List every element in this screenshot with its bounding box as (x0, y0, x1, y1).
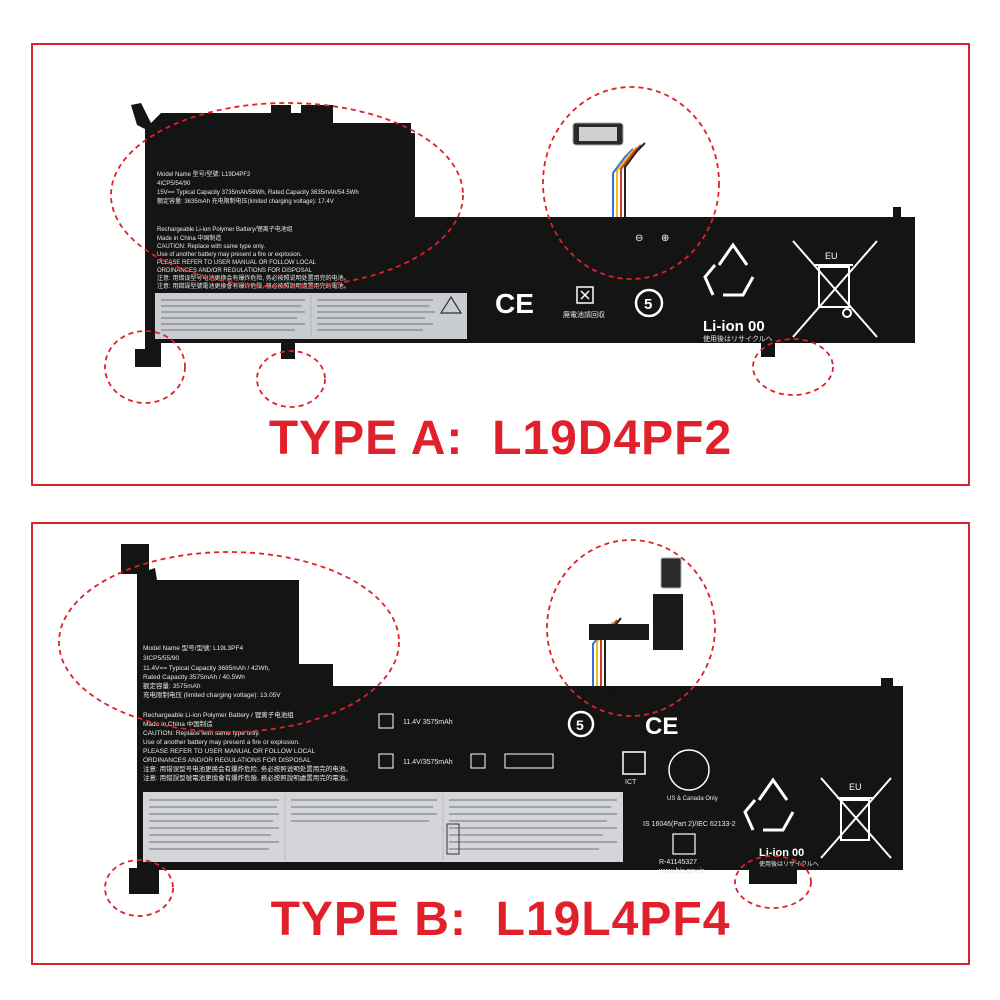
plus-terminal-b: ⊕ (611, 688, 619, 699)
type-a-prefix: TYPE A: (268, 412, 464, 465)
eu-label-a: EU (825, 251, 838, 261)
cert-block-b (378, 713, 554, 769)
callout-foot-left-a (104, 330, 186, 404)
limit-line-b: 充电限制电压 (limited charging voltage): 13.05… (143, 690, 281, 699)
eu-label-b: EU (849, 782, 862, 792)
battery-illustration-b: Model Name 型号/型號: L19L3PF4 3ICP5/55/90 1… (58, 539, 903, 917)
plus-terminal-a: ⊕ (661, 233, 669, 244)
ce-mark-b: CE (645, 713, 678, 740)
cn-line2-a: 注意: 用錯誤型號電池更換會有爆炸危險, 務必按照說明處置用完的電池。 (157, 282, 350, 290)
epup-5-icon-a: 5 (634, 288, 664, 318)
chem-line-a: Rechargeable Li-ion Polymer Battery/锂离子电… (157, 225, 293, 233)
cn-line2-b: 注意: 用錯誤型號電池更換會有爆炸危險, 務必按照說明處置用完的電池。 (143, 773, 352, 782)
weee-bin-icon-b (820, 777, 892, 859)
ce-mark-a: CE (495, 288, 534, 319)
cell-line-a: 4ICP5/54/90 (157, 181, 191, 187)
caution-line-b: CAUTION: Replace with same type only. (143, 730, 260, 737)
epup-5-icon-b: 5 (567, 710, 595, 738)
rbrc-seal-icon-b (668, 749, 710, 791)
warning-sticker-b (143, 792, 623, 862)
battery-illustration-a: Model Name 型号/型號: L19D4PF2 4ICP5/54/90 1… (104, 86, 915, 408)
callout-foot-left-b (104, 859, 174, 917)
type-b-prefix: TYPE B: (270, 893, 467, 946)
cn-line1-b: 注意: 用错误型号电池更换会有爆炸危险, 务必按照说明处置用完的电池。 (143, 764, 352, 773)
recycle-arrows-icon-a (703, 242, 755, 297)
svg-text:5: 5 (576, 717, 584, 733)
weee-bin-icon-a (792, 240, 878, 338)
recycle-arrows-icon-b (743, 777, 795, 832)
made-line-a: Made in China 中国制造 (157, 234, 221, 242)
panel-type-b: Model Name 型号/型號: L19L3PF4 3ICP5/55/90 1… (31, 522, 970, 965)
type-a-heading: TYPE A: L19D4PF2 (33, 411, 968, 466)
chem-line-b: Rechargeable Li-ion Polymer Battery / 锂离… (143, 710, 294, 719)
model-line-b: Model Name 型号/型號: L19L3PF4 (143, 643, 243, 652)
cell-line-b: 3ICP5/55/90 (143, 655, 180, 662)
highlight-circles-a (104, 86, 834, 408)
capacity-line-b: 11.4V== Typical Capacity 3685mAh / 42Wh, (143, 665, 270, 672)
refer-line-a: PLEASE REFER TO USER MANUAL OR FOLLOW LO… (157, 260, 317, 266)
type-b-model: L19L4PF4 (495, 893, 731, 946)
spec-text-a: Model Name 型号/型號: L19D4PF2 4ICP5/54/90 1… (157, 170, 359, 290)
recycle-jp-a: 廃電池請回収 (563, 310, 605, 319)
ict-icon-b (622, 751, 646, 775)
spec-text-b: Model Name 型号/型號: L19L3PF4 3ICP5/55/90 1… (143, 643, 352, 782)
ord-line-a: ORDINANCES AND/OR REGULATIONS FOR DISPOS… (157, 268, 313, 274)
svg-text:5: 5 (644, 296, 652, 313)
panel-type-a: Model Name 型号/型號: L19D4PF2 4ICP5/54/90 1… (31, 43, 970, 486)
callout-foot-right-a (752, 338, 834, 396)
type-a-model: L19D4PF2 (492, 412, 733, 465)
callout-label-area-a (110, 102, 464, 288)
pse2-b: 11.4V/3575mAh (403, 759, 453, 766)
refer-line-b: PLEASE REFER TO USER MANUAL OR FOLLOW LO… (143, 748, 316, 755)
battery-recycle-icon-a (576, 286, 594, 304)
is-line-b: IS 16046(Part 2)/IEC 62133-2 (643, 821, 736, 828)
ord-line-b: ORDINANCES AND/OR REGULATIONS FOR DISPOS… (143, 757, 311, 764)
caution-line2-a: Use of another battery may present a fir… (157, 252, 302, 258)
callout-foot-mid-a (256, 350, 326, 408)
callout-connector-a (542, 86, 720, 280)
ict-label-b: ICT (625, 779, 637, 786)
made-line-b: Made in China 中国制造 (143, 719, 213, 728)
warning-sticker-a (155, 293, 467, 339)
model-line-a: Model Name 型号/型號: L19D4PF2 (157, 170, 251, 178)
minus-terminal-a: ⊖ (635, 233, 643, 244)
li-ion-label-a: Li-ion 00 (703, 318, 765, 335)
jp-recycle-b: 使用後はリサイクルへ (759, 860, 819, 868)
callout-label-area-b (58, 551, 400, 733)
caution-line2-b: Use of another battery may present a fir… (143, 739, 300, 746)
caution-line-a: CAUTION: Replace with same type only. (157, 244, 265, 250)
jp-recycle-a: 使用後はリサイクルへ (703, 334, 773, 343)
pse1-b: 11.4V 3575mAh (403, 719, 453, 726)
callout-connector-b (546, 539, 716, 717)
bis-line-b: www.bis.gov.in (658, 868, 705, 875)
highlight-circles-b (58, 539, 812, 917)
recycle-note-b: US & Canada Only (667, 796, 718, 802)
capacity-line-a: 15V== Typical Capacity 3735mAh/56Wh, Rat… (157, 190, 359, 196)
bis-mark-icon-b (672, 833, 696, 855)
rated-line-a: 额定容量: 3635mAh 充电限制电压(limited charging vo… (157, 197, 334, 205)
minus-terminal-b: ⊖ (577, 688, 585, 699)
rated-line-b: Rated Capacity 3575mAh / 40.5Wh (143, 674, 245, 681)
callout-foot-right-b (734, 855, 812, 909)
rated-cn-b: 额定容量: 3575mAh (143, 681, 201, 690)
type-b-heading: TYPE B: L19L4PF4 (33, 892, 968, 947)
cn-line1-a: 注意: 用错误型号电池更换会有爆炸危险, 务必按照说明处置用完的电池。 (157, 274, 350, 282)
r-line-b: R-41145327 (659, 859, 697, 866)
